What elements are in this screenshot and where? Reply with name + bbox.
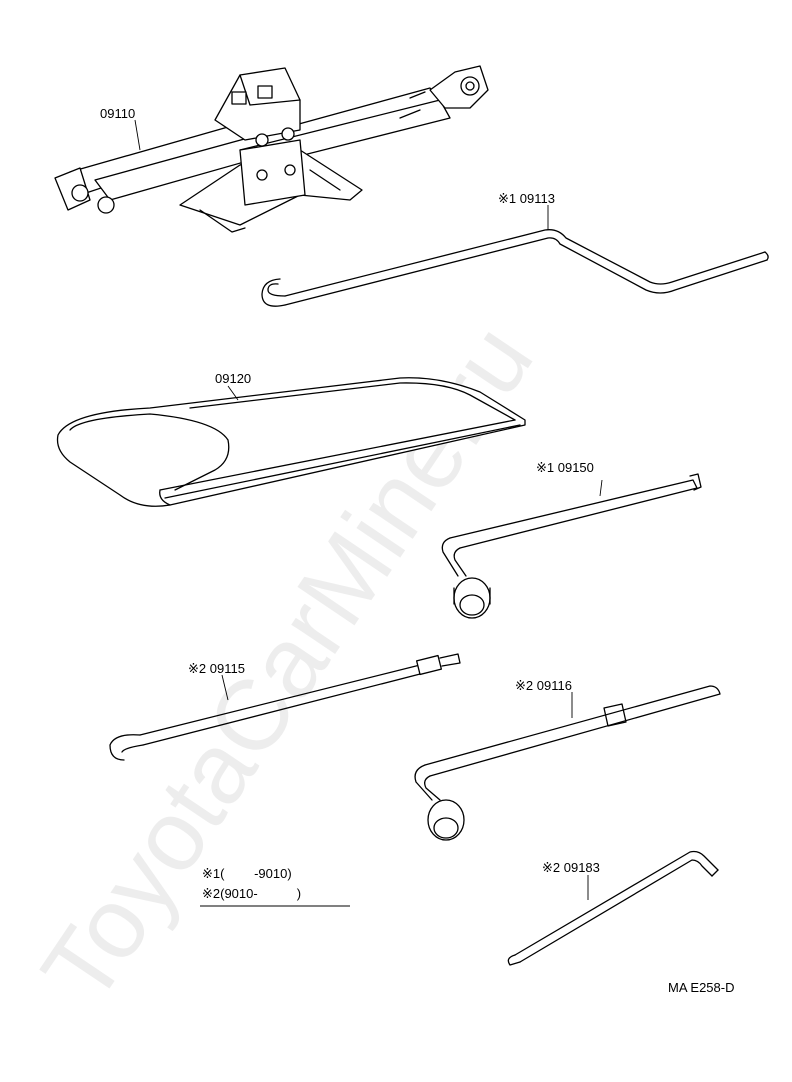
label-09116: ※2 09116 (515, 678, 572, 693)
wrench-09116-drawing (414, 685, 721, 841)
label-09183: ※2 09183 (542, 860, 600, 875)
jack-handle-09115-drawing (109, 653, 461, 761)
diagram-code: MA E258-D (668, 980, 734, 995)
hub-cap-remover-drawing (507, 850, 719, 966)
label-09113: ※1 09113 (498, 191, 555, 206)
leader-09110 (134, 119, 141, 151)
leader-09115 (221, 674, 229, 701)
jack-handle-drawing (261, 229, 769, 307)
leader-09150 (599, 479, 603, 497)
wrench-09150-drawing (441, 473, 702, 619)
leader-09120 (227, 385, 239, 401)
label-09110: 09110 (100, 106, 135, 121)
scissor-jack-drawing (54, 65, 489, 233)
legend-line-2: ※2(9010- ) (202, 886, 301, 901)
label-09150: ※1 09150 (536, 460, 594, 475)
label-09120: 09120 (215, 371, 251, 386)
label-09115: ※2 09115 (188, 661, 245, 676)
legend-line-1: ※1( -9010) (202, 866, 292, 881)
tool-bag-drawing (56, 377, 526, 507)
